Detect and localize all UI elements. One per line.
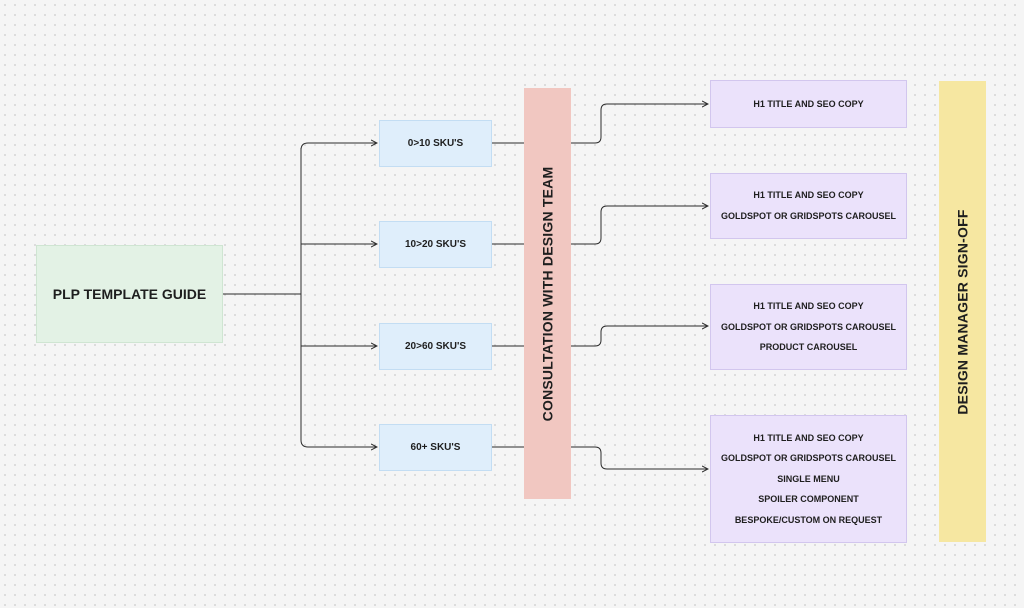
connector-consult-outcome-0 — [571, 104, 708, 144]
outcome-item: H1 TITLE AND SEO COPY — [753, 301, 864, 312]
root-node-label: PLP TEMPLATE GUIDE — [52, 286, 207, 302]
outcome-item: GOLDSPOT OR GRIDSPOTS CAROUSEL — [720, 211, 896, 221]
sku-range-node-60-plus[interactable]: 60+ SKU'S — [379, 424, 492, 471]
design-manager-signoff-bar[interactable]: DESIGN MANAGER SIGN-OFF — [939, 81, 986, 542]
outcome-item: H1 TITLE AND SEO COPY — [753, 432, 864, 443]
outcome-item: SPOILER COMPONENT — [758, 494, 859, 505]
connector-consult-outcome-2 — [571, 326, 708, 347]
connector-consult-outcome-3 — [571, 446, 708, 469]
sku-range-label: 0>10 SKU'S — [407, 138, 464, 149]
outcome-item: GOLDSPOT OR GRIDSPOTS CAROUSEL — [720, 453, 896, 464]
outcome-item: H1 TITLE AND SEO COPY — [753, 98, 864, 109]
sku-range-node-20-60[interactable]: 20>60 SKU'S — [379, 323, 492, 370]
outcome-item: GOLDSPOT OR GRIDSPOTS CAROUSEL — [720, 321, 896, 332]
outcome-item: PRODUCT CAROUSEL — [759, 342, 858, 353]
outcome-node-10-20[interactable]: H1 TITLE AND SEO COPY GOLDSPOT OR GRIDSP… — [710, 173, 907, 239]
consultation-bar[interactable]: CONSULTATION WITH DESIGN TEAM — [524, 88, 571, 499]
outcome-item: SINGLE MENU — [777, 473, 840, 484]
signoff-label: DESIGN MANAGER SIGN-OFF — [954, 208, 971, 415]
sku-range-node-10-20[interactable]: 10>20 SKU'S — [379, 221, 492, 268]
connector-consult-outcome-1 — [571, 206, 708, 245]
sku-range-label: 60+ SKU'S — [410, 442, 461, 453]
connector-spine — [300, 148, 309, 448]
sku-range-label: 20>60 SKU'S — [404, 341, 467, 352]
outcome-node-60-plus[interactable]: H1 TITLE AND SEO COPY GOLDSPOT OR GRIDSP… — [710, 415, 907, 543]
sku-range-label: 10>20 SKU'S — [404, 239, 467, 250]
connector-to-sku-0 — [300, 143, 377, 294]
outcome-item: BESPOKE/CUSTOM ON REQUEST — [734, 514, 883, 525]
outcome-item: H1 TITLE AND SEO COPY — [753, 190, 864, 201]
outcome-node-0-10[interactable]: H1 TITLE AND SEO COPY — [710, 80, 907, 128]
sku-range-node-0-10[interactable]: 0>10 SKU'S — [379, 120, 492, 167]
consultation-label: CONSULTATION WITH DESIGN TEAM — [539, 166, 556, 421]
outcome-node-20-60[interactable]: H1 TITLE AND SEO COPY GOLDSPOT OR GRIDSP… — [710, 284, 907, 370]
root-node-plp-template-guide[interactable]: PLP TEMPLATE GUIDE — [36, 245, 223, 343]
